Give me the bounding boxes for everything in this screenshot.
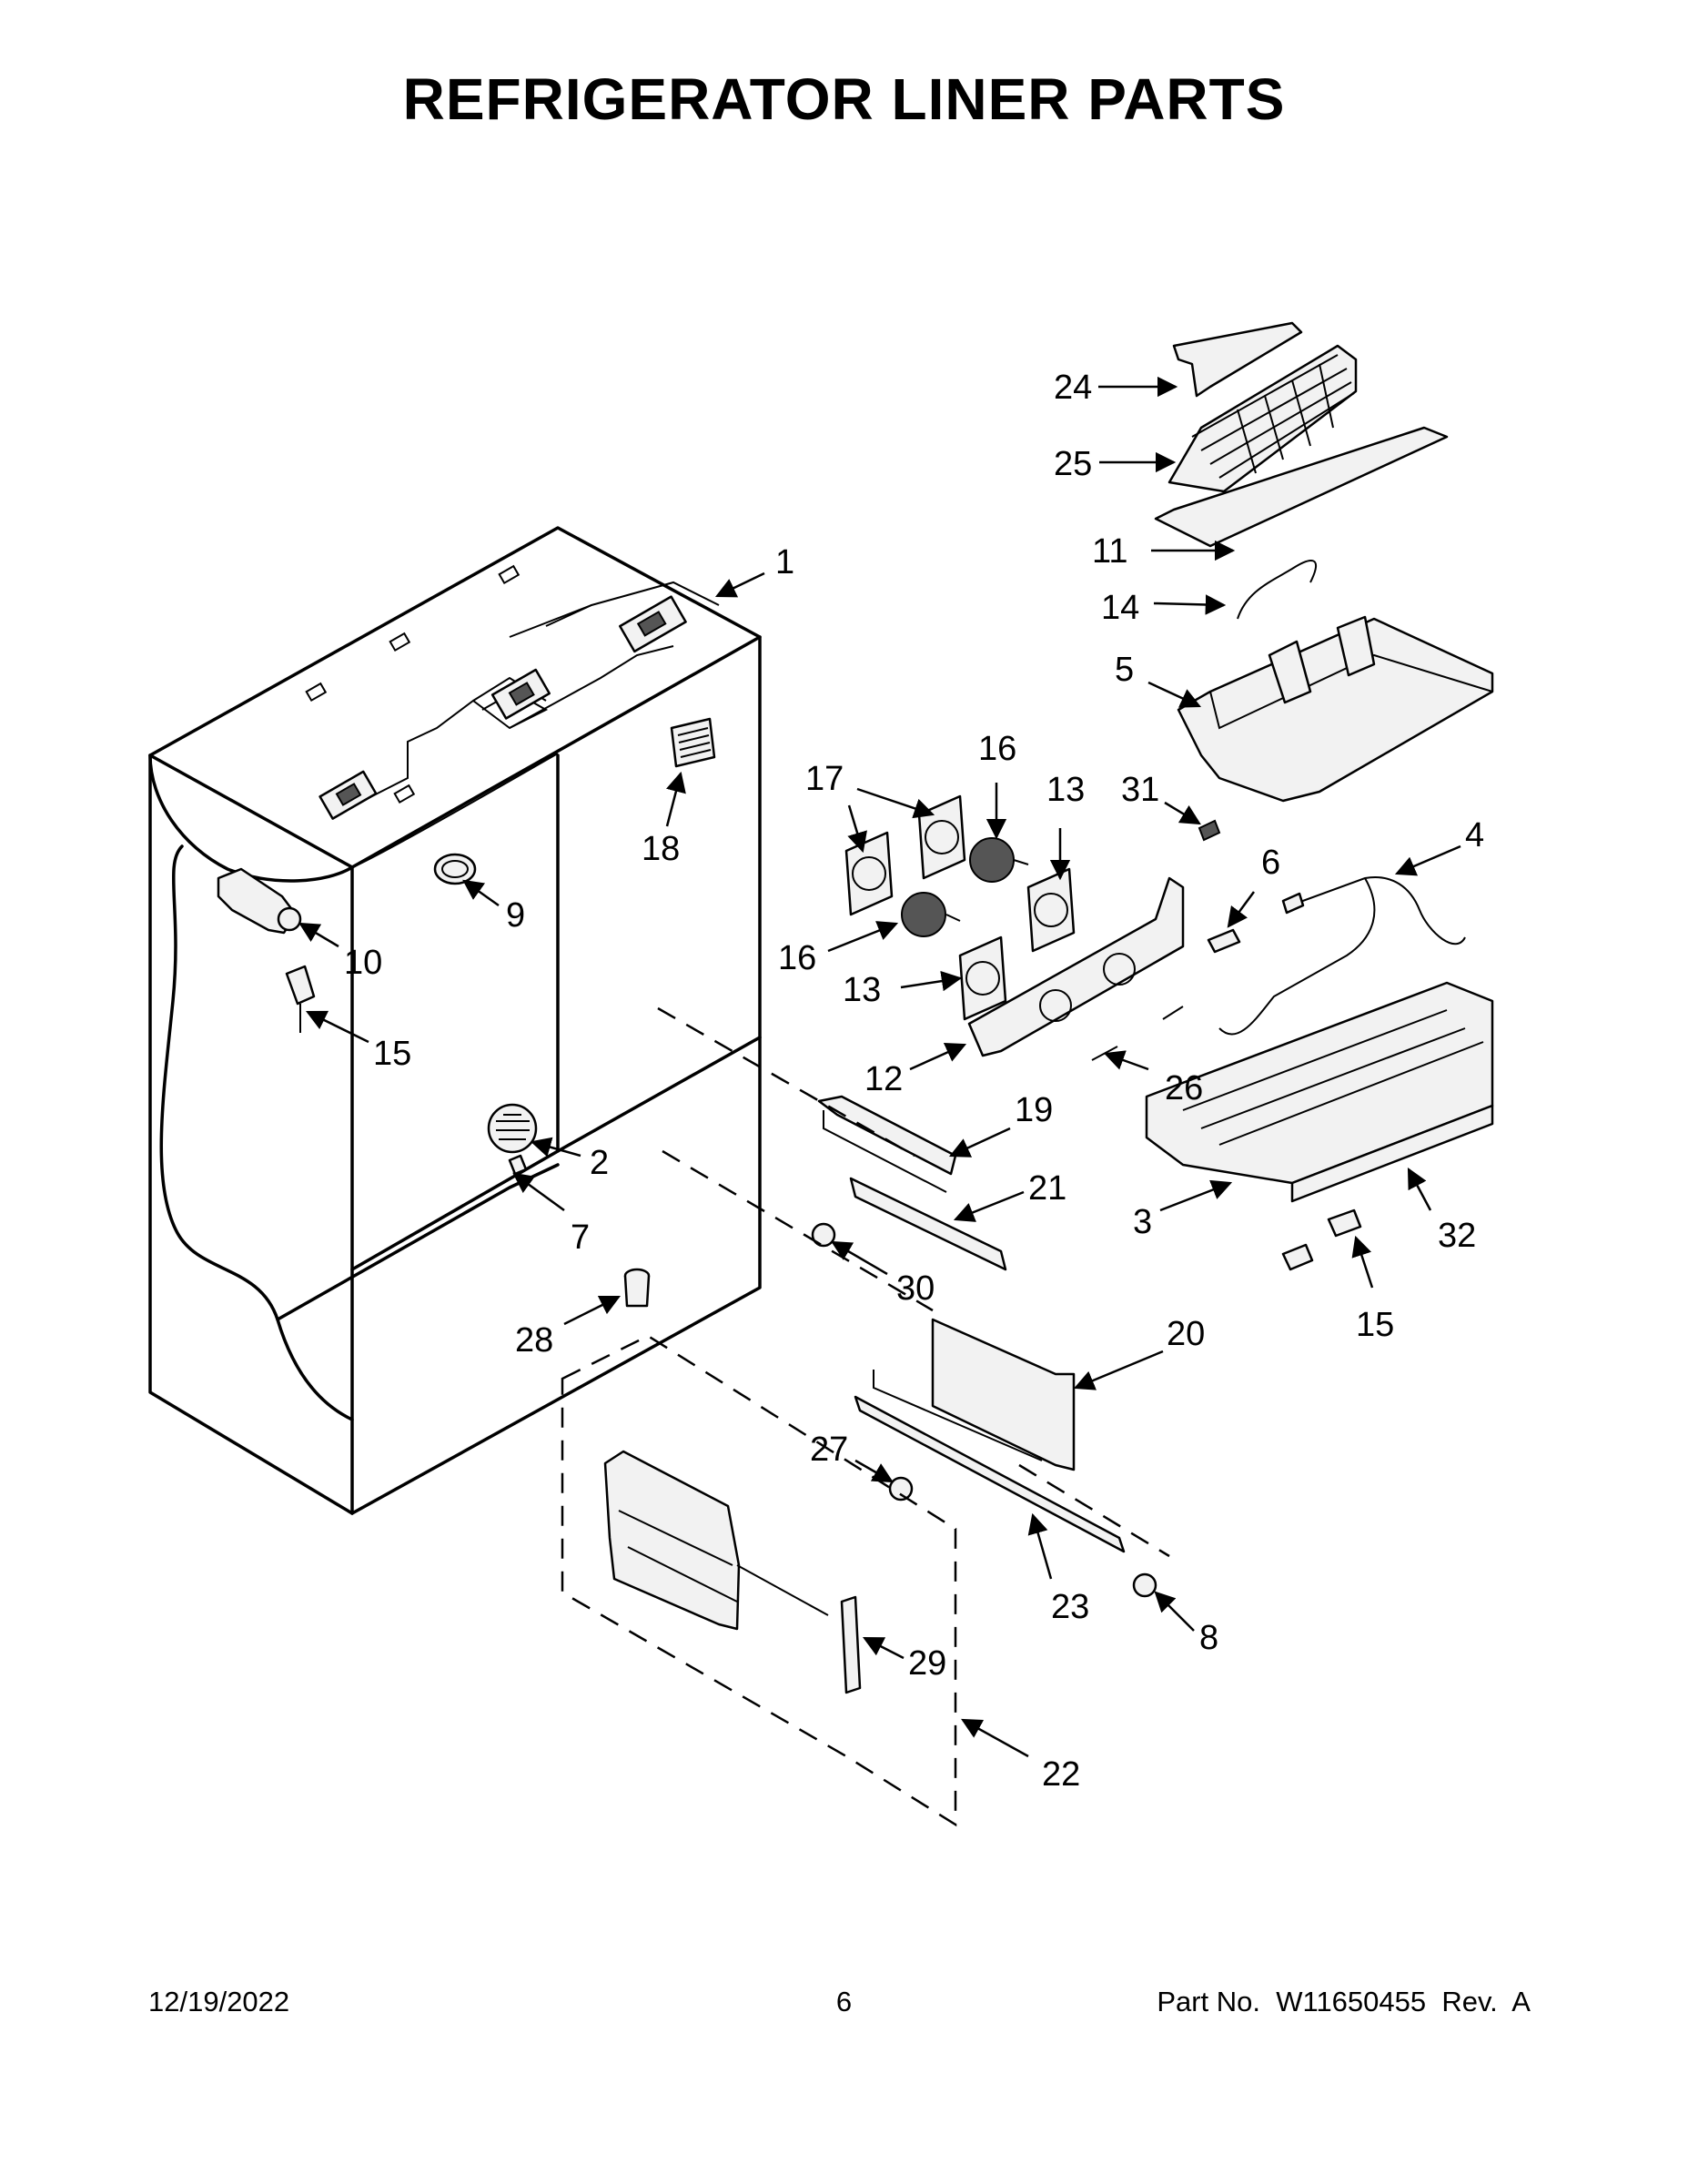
footer-page-number: 6 [835,1986,853,2017]
callout-17: 17 [805,760,844,798]
fan-shroud-13 [958,867,1076,1021]
callout-22: 22 [1042,1755,1080,1794]
slide-rail-21 [849,1177,1007,1271]
cap-9 [433,853,477,885]
callout-1: 1 [775,543,794,581]
callout-18: 18 [642,830,680,868]
evaporator-coil-25 [1167,344,1358,493]
callout-13b: 13 [843,971,881,1009]
callout-29: 29 [908,1644,946,1683]
screw-8 [1132,1572,1157,1598]
callout-15b: 15 [1356,1306,1394,1344]
pantry-drawer-22 [561,1334,957,1827]
wire-harness-4 [1218,876,1466,1036]
callout-30: 30 [896,1269,935,1308]
evaporator-cover-5 [1177,615,1494,803]
bracket-31 [1198,819,1221,842]
switches-15-right [1281,1208,1362,1271]
callout-23: 23 [1051,1588,1089,1626]
evaporator-cover-24 [1172,321,1303,398]
callout-15a: 15 [373,1035,411,1073]
page-title: REFRIGERATOR LINER PARTS [402,66,1286,132]
callout-27: 27 [810,1431,848,1469]
callout-32: 32 [1438,1217,1476,1255]
harness-14 [1237,560,1317,620]
callout-14: 14 [1101,589,1139,627]
callout-9: 9 [506,896,525,935]
slide-rail-23 [854,1395,1126,1553]
drain-pan-11 [1154,426,1449,548]
filler-29 [840,1595,862,1694]
callout-2: 2 [590,1144,609,1182]
slide-bracket-20 [873,1318,1076,1471]
callout-8: 8 [1199,1619,1218,1657]
grille-18 [670,717,716,768]
spacers-26 [1091,1006,1184,1061]
leader-lines [298,376,1461,1758]
callout-12: 12 [864,1060,903,1098]
callout-25: 25 [1054,445,1092,483]
light-housing-10 [217,867,302,935]
switch-15-left [285,965,316,1033]
callout-20: 20 [1167,1315,1205,1353]
liner-cabinet [148,526,762,1515]
screw-30 [811,1222,836,1248]
callout-3: 3 [1133,1203,1152,1241]
callout-19: 19 [1015,1091,1053,1129]
callout-16b: 16 [778,939,816,977]
slide-bracket-19 [817,1095,957,1193]
callout-24: 24 [1054,369,1092,407]
fan-duct-12 [967,876,1185,1057]
callout-11: 11 [1092,532,1127,571]
footer-date: 12/19/2022 [148,1986,290,2017]
trim-32 [1290,1104,1494,1203]
callout-31: 31 [1121,771,1159,809]
callout-6: 6 [1261,844,1280,882]
callout-13a: 13 [1046,771,1085,809]
fan-grille-2 [487,1103,538,1154]
callout-10: 10 [344,944,382,982]
fan-motor-16 [901,837,1029,937]
screw-27 [888,1476,914,1502]
screw-7 [508,1154,528,1176]
callout-7: 7 [571,1218,590,1257]
callout-4: 4 [1465,816,1484,854]
callout-16a: 16 [978,730,1016,768]
fan-assembly-17 [844,794,966,916]
cap-28 [623,1268,651,1308]
sensor-6 [1207,928,1241,954]
footer-part-number: Part No. W11650455 Rev. A [1157,1986,1531,2017]
callout-5: 5 [1115,651,1134,689]
callout-28: 28 [515,1321,553,1360]
callout-26: 26 [1165,1069,1203,1107]
callout-labels: 1 2 3 4 5 6 7 8 9 10 11 12 13 13 14 15 1… [344,369,1484,1794]
callout-21: 21 [1028,1169,1066,1208]
